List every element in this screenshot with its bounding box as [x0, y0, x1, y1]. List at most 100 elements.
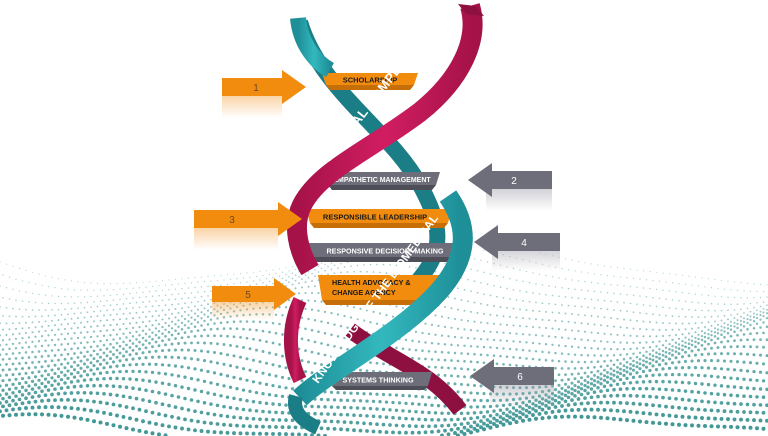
wave-dot — [209, 318, 213, 321]
wave-dot — [586, 401, 590, 405]
wave-dot — [21, 280, 24, 282]
wave-dot — [674, 341, 678, 344]
wave-dot — [24, 406, 28, 410]
wave-dot — [40, 365, 44, 369]
wave-dot — [605, 375, 610, 379]
wave-dot — [538, 342, 541, 345]
wave-dot — [623, 268, 625, 270]
wave-dot — [681, 274, 684, 276]
wave-dot — [248, 408, 252, 412]
wave-dot — [696, 423, 701, 428]
wave-dot — [628, 409, 633, 414]
wave-dot — [70, 337, 73, 340]
wave-dot — [40, 344, 44, 348]
wave-dot — [70, 347, 73, 351]
wave-dot — [249, 284, 251, 287]
wave-dot — [571, 313, 573, 316]
wave-dot — [323, 310, 327, 314]
wave-dot — [573, 402, 577, 407]
wave-dot — [27, 400, 31, 405]
wave-dot — [651, 364, 655, 368]
wave-dot — [176, 395, 181, 399]
wave-dot — [720, 319, 723, 322]
wave-dot — [59, 377, 64, 382]
wave-dot — [707, 333, 710, 336]
wave-dot — [128, 377, 132, 381]
wave-dot — [145, 315, 147, 318]
wave-dot — [24, 351, 28, 354]
wave-dot — [765, 338, 768, 342]
wave-dot — [657, 363, 662, 367]
wave-dot — [148, 328, 151, 331]
wave-dot — [0, 334, 2, 337]
wave-dot — [59, 413, 64, 418]
wave-dot — [759, 305, 762, 308]
wave-dot — [30, 387, 35, 391]
wave-dot — [168, 289, 170, 291]
wave-dot — [229, 327, 232, 330]
wave-dot — [40, 335, 44, 338]
wave-dot — [40, 389, 44, 393]
wave-dot — [632, 294, 635, 297]
wave-dot — [661, 395, 665, 400]
wave-dot — [336, 405, 340, 410]
wave-dot — [622, 393, 626, 398]
wave-dot — [662, 289, 664, 291]
wave-dot — [729, 328, 733, 331]
wave-dot — [670, 422, 675, 427]
wave-dot — [574, 270, 576, 272]
wave-dot — [324, 269, 326, 272]
wave-dot — [37, 360, 41, 364]
wave-dot — [106, 299, 108, 302]
wave-dot — [304, 274, 307, 277]
wave-dot — [703, 408, 707, 412]
wave-dot — [14, 357, 18, 360]
wave-dot — [135, 344, 138, 348]
wave-dot — [602, 394, 607, 398]
wave-dot — [697, 348, 700, 352]
wave-dot — [636, 319, 638, 322]
wave-dot — [284, 386, 288, 390]
wave-dot — [213, 334, 216, 338]
wave-dot — [693, 398, 698, 403]
wave-dot — [469, 360, 473, 364]
wave-dot — [677, 422, 681, 427]
wave-dot — [612, 387, 616, 392]
wave-dot — [359, 270, 362, 273]
wave-dot — [31, 350, 34, 354]
wave-dot — [252, 271, 255, 273]
wave-dot — [31, 340, 34, 343]
wave-dot — [17, 397, 22, 402]
wave-dot — [319, 412, 324, 416]
wave-dot — [64, 279, 66, 281]
wave-dot — [69, 372, 74, 376]
wave-dot — [176, 416, 181, 420]
wave-dot — [759, 338, 762, 341]
wave-dot — [129, 292, 131, 295]
wave-dot — [557, 383, 561, 387]
wave-dot — [733, 339, 736, 342]
wave-dot — [597, 299, 599, 301]
wave-dot — [603, 283, 606, 285]
wave-dot — [740, 282, 742, 284]
wave-dot — [694, 331, 697, 334]
wave-dot — [577, 380, 580, 384]
wave-dot — [102, 391, 106, 396]
wave-dot — [479, 353, 483, 356]
wave-dot — [508, 415, 512, 420]
wave-dot — [53, 354, 57, 357]
wave-dot — [635, 410, 639, 415]
wave-dot — [722, 409, 727, 414]
wave-dot — [597, 282, 599, 284]
wave-dot — [129, 282, 131, 284]
wave-dot — [206, 309, 210, 312]
wave-dot — [207, 295, 209, 297]
wave-dot — [148, 320, 151, 323]
wave-dot — [277, 418, 282, 422]
wave-dot — [352, 398, 356, 403]
wave-dot — [696, 390, 701, 395]
wave-dot — [753, 312, 755, 315]
wave-dot — [0, 306, 1, 308]
wave-dot — [729, 334, 733, 338]
wave-dot — [706, 366, 711, 370]
